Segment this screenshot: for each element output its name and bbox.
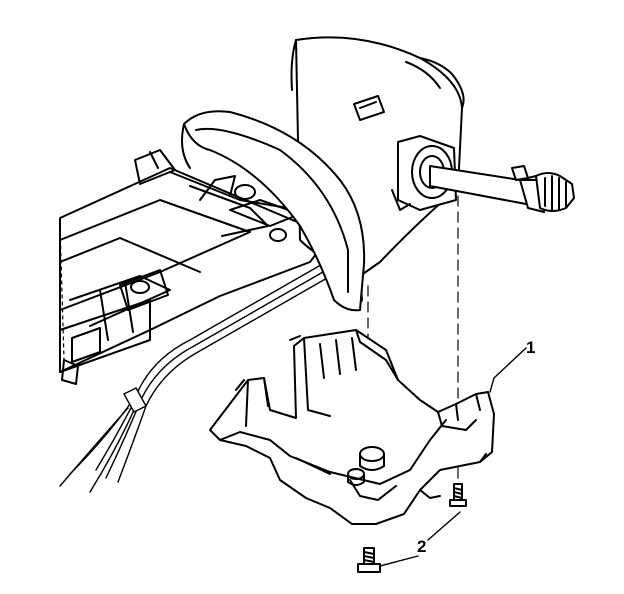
callout-1-label: 1 (526, 338, 536, 357)
wiring-harness (59, 253, 349, 493)
column-bezel (181, 110, 366, 312)
cover-screw-right (449, 483, 467, 507)
callout-2-label: 2 (417, 537, 427, 556)
column-support-bracket (59, 149, 331, 385)
lower-column-cover (209, 329, 495, 525)
multifunction-lever (429, 165, 575, 213)
cover-screw-left (357, 547, 381, 573)
leader-lines (379, 347, 527, 567)
